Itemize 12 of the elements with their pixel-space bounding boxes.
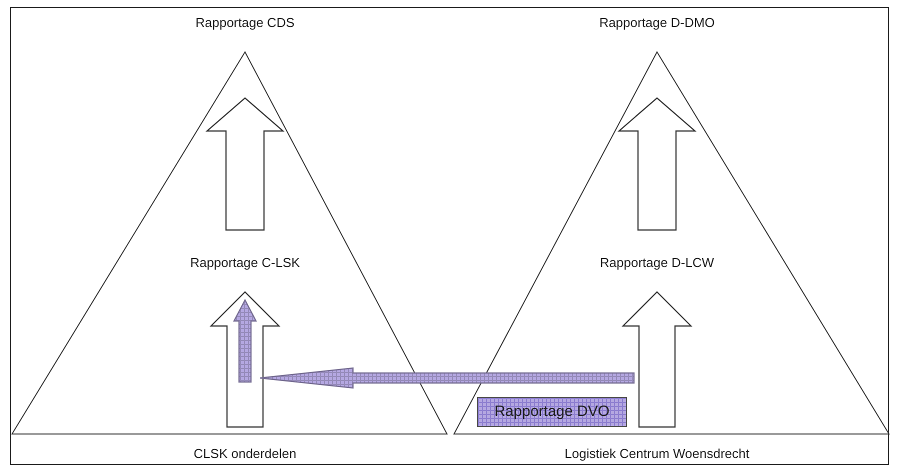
level-label: Rapportage CDS [145, 14, 345, 32]
block-arrow [259, 367, 635, 389]
level-label: Logistiek Centrum Woensdrecht [557, 445, 757, 463]
block-arrow [622, 291, 692, 428]
block-arrow [205, 97, 285, 231]
block-arrow [617, 97, 697, 231]
level-label: CLSK onderdelen [145, 445, 345, 463]
level-label: Rapportage D-DMO [557, 14, 757, 32]
level-label: Rapportage D-LCW [597, 254, 717, 272]
report-box: Rapportage DVO [477, 397, 627, 427]
block-arrow [233, 298, 257, 383]
level-label: Rapportage C-LSK [185, 254, 305, 272]
